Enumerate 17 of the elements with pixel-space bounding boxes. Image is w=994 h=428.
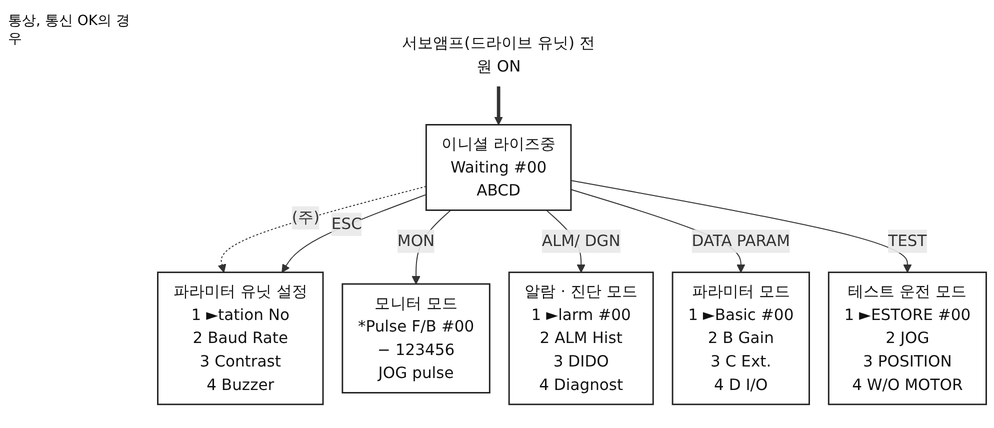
edge-label: TEST xyxy=(888,231,927,250)
note-text: 통상, 통신 OK의 경우 xyxy=(8,12,132,48)
node-box: 알람 · 진단 모드 1 ►larm #00 2 ALM Hist 3 DIDO 4 Diagnost xyxy=(508,272,654,406)
arrow xyxy=(494,86,503,126)
edge-label: MON xyxy=(397,231,435,250)
arrow xyxy=(282,194,427,273)
edge-label: ESC xyxy=(331,214,362,234)
edge-label: (주) xyxy=(292,208,320,227)
node-text: 서보앰프(드라이브 유닛) 전원 ON xyxy=(402,33,596,76)
node-box: 이니셜 라이즈중 Waiting #00 ABCD xyxy=(425,124,572,211)
edge-label: DATA PARAM xyxy=(692,231,790,250)
arrow xyxy=(218,186,427,273)
node-box: 모니터 모드 *Pulse F/B #00 − 123456 JOG pulse xyxy=(342,283,490,394)
node-box: 파라미터 유닛 설정 1 ►tation No 2 Baud Rate 3 Contrast 4 Buzzer xyxy=(157,272,324,406)
node-box: 테스트 운전 모드 1 ►ESTORE #00 2 JOG 3 POSITION 4 W/O MOTOR xyxy=(828,272,987,406)
edge-label: ALM/ DGN xyxy=(542,231,620,250)
node-box: 파라미터 모드 1 ►Basic #00 2 B Gain 3 C Ext. 4 D I/O xyxy=(672,272,810,406)
